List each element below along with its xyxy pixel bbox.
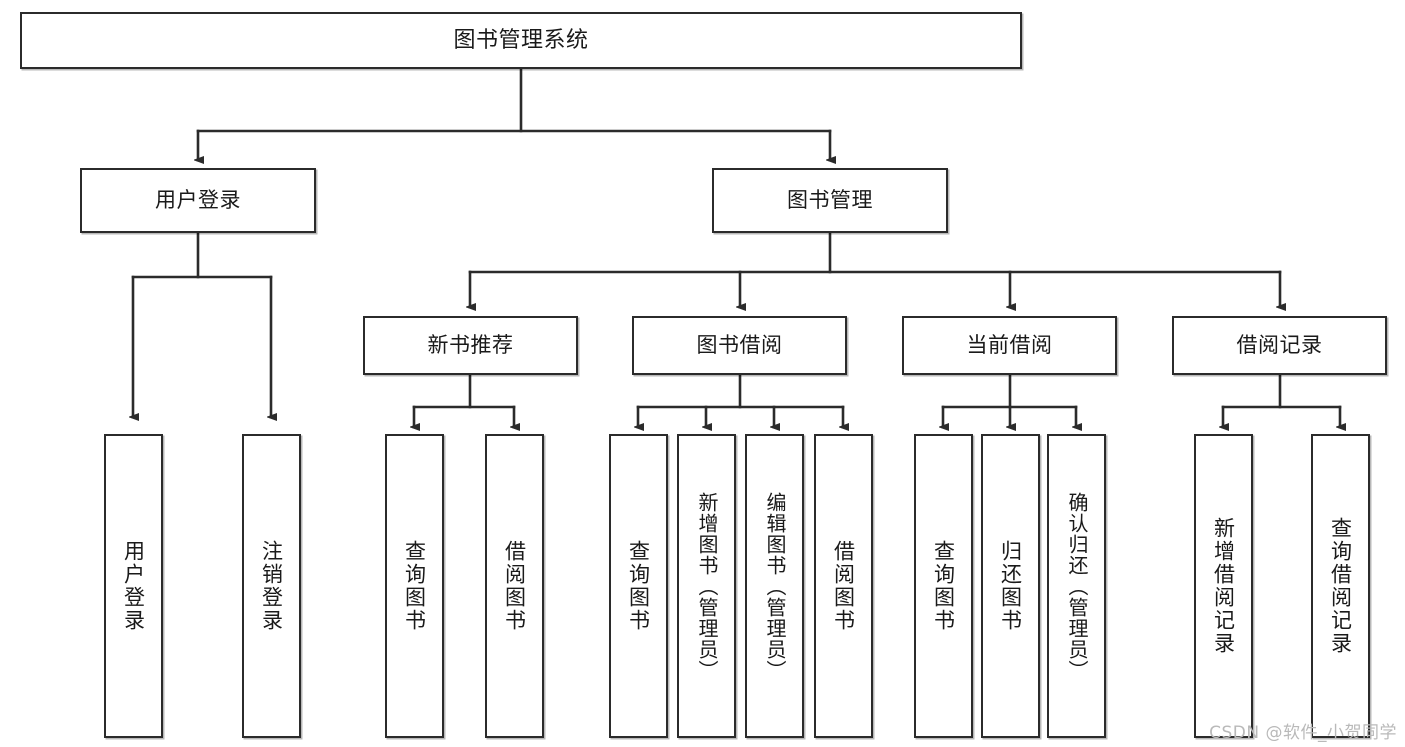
- node-user-login-label: 用户登录: [155, 188, 241, 213]
- leaf-bookborrow-query-book-label: 查询图书: [626, 540, 651, 632]
- leaf-currentborrow-return-book[interactable]: 归还图书: [981, 434, 1040, 738]
- leaf-currentborrow-confirm-return-admin[interactable]: 确认归还（管理员）: [1047, 434, 1106, 738]
- node-book-borrow-label: 图书借阅: [696, 333, 783, 358]
- leaf-user-login[interactable]: 用户登录: [104, 434, 163, 738]
- node-user-login[interactable]: 用户登录: [80, 168, 316, 233]
- node-borrow-record-label: 借阅记录: [1236, 333, 1323, 358]
- leaf-bookborrow-add-book-admin-label: 新增图书（管理员）: [695, 491, 719, 681]
- leaf-borrowrecord-add-record-label: 新增借阅记录: [1211, 517, 1236, 655]
- leaf-user-login-label: 用户登录: [121, 540, 146, 632]
- node-current-borrow[interactable]: 当前借阅: [902, 316, 1117, 375]
- node-book-management[interactable]: 图书管理: [712, 168, 948, 233]
- leaf-logout-label: 注销登录: [259, 540, 284, 632]
- csdn-watermark: CSDN @软件_小贺同学: [1209, 723, 1397, 743]
- leaf-bookborrow-query-book[interactable]: 查询图书: [609, 434, 668, 738]
- leaf-currentborrow-confirm-return-admin-label: 确认归还（管理员）: [1065, 491, 1089, 681]
- leaf-bookborrow-edit-book-admin-label: 编辑图书（管理员）: [763, 491, 787, 681]
- leaf-bookborrow-borrow-book-label: 借阅图书: [831, 540, 856, 632]
- leaf-newbook-borrow-book[interactable]: 借阅图书: [485, 434, 544, 738]
- node-book-borrow[interactable]: 图书借阅: [632, 316, 847, 375]
- node-root-book-management-system[interactable]: 图书管理系统: [20, 12, 1022, 69]
- node-current-borrow-label: 当前借阅: [966, 333, 1053, 358]
- node-book-management-label: 图书管理: [787, 188, 873, 213]
- leaf-newbook-query-book-label: 查询图书: [402, 540, 427, 632]
- leaf-bookborrow-add-book-admin[interactable]: 新增图书（管理员）: [677, 434, 736, 738]
- leaf-borrowrecord-query-record-label: 查询借阅记录: [1328, 517, 1353, 655]
- leaf-currentborrow-return-book-label: 归还图书: [998, 540, 1023, 632]
- node-borrow-record[interactable]: 借阅记录: [1172, 316, 1387, 375]
- leaf-newbook-query-book[interactable]: 查询图书: [385, 434, 444, 738]
- node-root-label: 图书管理系统: [453, 27, 589, 53]
- leaf-currentborrow-query-book[interactable]: 查询图书: [914, 434, 973, 738]
- leaf-logout[interactable]: 注销登录: [242, 434, 301, 738]
- node-new-book-recommend[interactable]: 新书推荐: [363, 316, 578, 375]
- leaf-newbook-borrow-book-label: 借阅图书: [502, 540, 527, 632]
- leaf-bookborrow-edit-book-admin[interactable]: 编辑图书（管理员）: [745, 434, 804, 738]
- node-new-book-recommend-label: 新书推荐: [427, 333, 514, 358]
- leaf-borrowrecord-query-record[interactable]: 查询借阅记录: [1311, 434, 1370, 738]
- leaf-bookborrow-borrow-book[interactable]: 借阅图书: [814, 434, 873, 738]
- leaf-borrowrecord-add-record[interactable]: 新增借阅记录: [1194, 434, 1253, 738]
- leaf-currentborrow-query-book-label: 查询图书: [931, 540, 956, 632]
